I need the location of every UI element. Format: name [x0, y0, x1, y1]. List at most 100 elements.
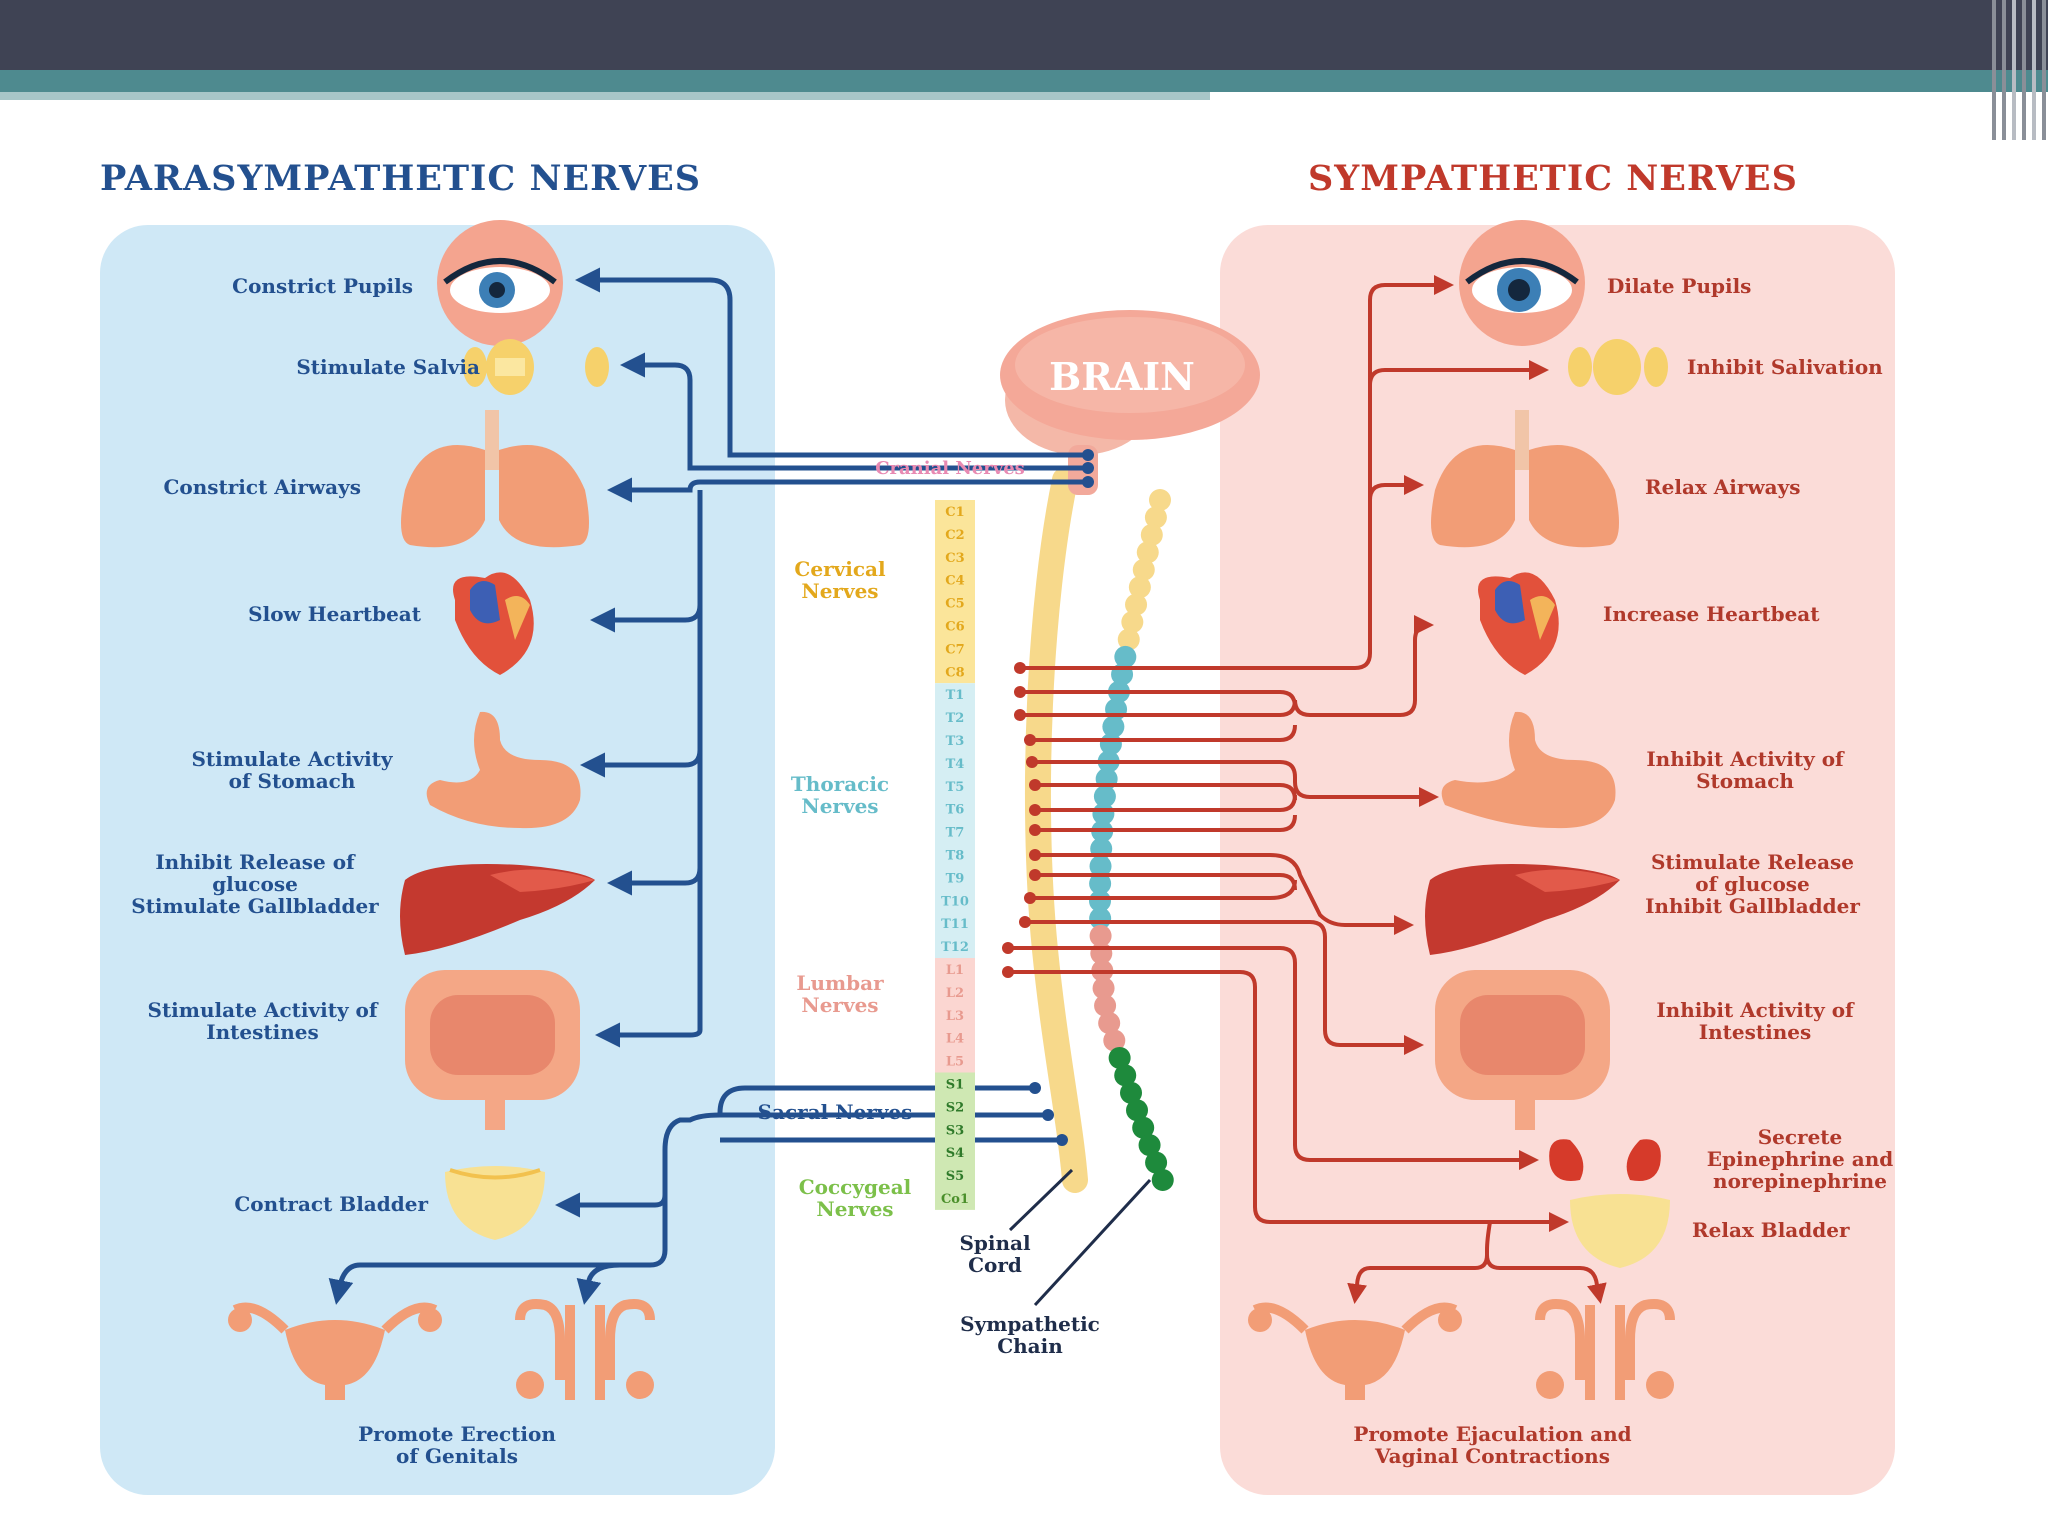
label-constrict-airways: Constrict Airways — [163, 475, 361, 499]
segment-label: C5 — [945, 597, 964, 612]
segment-label: T10 — [941, 894, 969, 909]
label-inhibit-activity-intestines: Inhibit Activity of Intestines — [1630, 999, 1880, 1043]
segment-label: C7 — [945, 642, 964, 657]
chain-bead — [1089, 872, 1112, 895]
label-line: Intestines — [206, 1020, 319, 1044]
label-line: Nerves — [801, 794, 879, 818]
chain-bead — [1149, 489, 1171, 511]
label-line: Cord — [968, 1253, 1022, 1277]
chain-bead — [1125, 593, 1148, 616]
segment-label: S2 — [946, 1100, 964, 1115]
sym-salivary-gland-icon — [1568, 339, 1668, 395]
chain-bead — [1114, 1064, 1137, 1087]
chain-bead — [1140, 523, 1163, 546]
label-inhibit-release-glucose: Inhibit Release of glucose Stimulate Gal… — [110, 851, 400, 917]
chain-bead — [1089, 855, 1112, 878]
label-line: Stimulate Release — [1650, 850, 1855, 874]
segment-label: T1 — [946, 688, 965, 703]
label-dilate-pupils: Dilate Pupils — [1607, 274, 1752, 298]
chain-bead — [1151, 1169, 1174, 1191]
chain-bead — [1145, 1151, 1168, 1174]
segment-label: T7 — [946, 826, 965, 841]
segment-label: S4 — [946, 1146, 964, 1161]
sym-female-reproductive-icon — [1248, 1302, 1462, 1400]
sym-liver-icon — [1425, 864, 1620, 955]
label-line: Epinephrine and — [1706, 1147, 1894, 1171]
slide-accent-bar-light — [0, 92, 1210, 100]
chain-bead — [1098, 1012, 1121, 1035]
label-stimulate-release-glucose: Stimulate Release of glucose Inhibit Gal… — [1620, 851, 1885, 917]
chain-bead — [1136, 541, 1159, 564]
chain-bead — [1128, 576, 1151, 599]
label-relax-airways: Relax Airways — [1645, 475, 1801, 499]
spinal-cord — [1024, 467, 1088, 1193]
label-cranial-nerves: Cranial Nerves — [875, 458, 1025, 479]
segment-label: T12 — [941, 940, 969, 955]
label-line: Nerves — [801, 993, 879, 1017]
segment-label: L3 — [946, 1009, 964, 1024]
chain-bead — [1114, 645, 1137, 668]
label-line: of Stomach — [228, 769, 356, 793]
segment-label: L1 — [946, 963, 964, 978]
para-heart-icon — [453, 572, 534, 675]
label-line: Stimulate Activity of — [147, 998, 378, 1022]
label-coccygeal-nerves: Coccygeal Nerves — [775, 1176, 935, 1220]
sympathetic-chain — [1089, 489, 1174, 1191]
label-sacral-nerves: Sacral Nerves — [757, 1100, 913, 1124]
segment-label: C1 — [945, 505, 964, 520]
label-slow-heartbeat: Slow Heartbeat — [248, 602, 421, 626]
chain-bead — [1117, 628, 1140, 651]
label-line: Stomach — [1696, 769, 1794, 793]
segment-label: L2 — [946, 986, 964, 1001]
label-stimulate-activity-stomach: Stimulate Activity of Stomach — [172, 748, 412, 792]
label-line: norepinephrine — [1713, 1169, 1887, 1193]
segment-label: T4 — [946, 757, 965, 772]
label-thoracic-nerves: Thoracic Nerves — [770, 773, 910, 817]
segment-block-coccygeal — [935, 1187, 975, 1210]
label-line: Spinal — [959, 1231, 1031, 1255]
segment-label: L4 — [946, 1032, 964, 1047]
para-intestines-icon — [405, 970, 580, 1130]
label-line: Chain — [997, 1334, 1063, 1358]
chain-bead — [1144, 506, 1167, 529]
sym-lungs-icon — [1431, 410, 1619, 548]
chain-bead — [1093, 785, 1116, 808]
sym-bladder-icon — [1570, 1194, 1670, 1268]
segment-block-thoracic — [935, 683, 975, 958]
chain-bead — [1089, 890, 1112, 913]
label-line: Nerves — [816, 1197, 894, 1221]
segment-block-sacral — [935, 1072, 975, 1187]
parasympathetic-nerve-dots — [1029, 449, 1094, 1146]
para-female-reproductive-icon — [228, 1302, 442, 1400]
para-liver-icon — [400, 864, 595, 955]
label-sympathetic-chain: Sympathetic Chain — [940, 1313, 1120, 1357]
sym-male-reproductive-icon — [1535, 1299, 1675, 1400]
label-lumbar-nerves: Lumbar Nerves — [770, 972, 910, 1016]
label-line: Thoracic — [790, 772, 890, 796]
label-line: Stimulate Gallbladder — [131, 894, 379, 918]
label-stimulate-salvia: Stimulate Salvia — [296, 355, 480, 379]
chain-bead — [1132, 558, 1155, 581]
segment-block-cervical — [935, 500, 975, 684]
sym-stomach-icon — [1441, 711, 1616, 829]
sympathetic-nerve-dots — [1002, 662, 1041, 978]
segment-label: T2 — [946, 711, 965, 726]
chain-bead — [1132, 1116, 1155, 1139]
segment-label: T5 — [946, 780, 965, 795]
sympathetic-nerve-lines — [1008, 275, 1607, 1304]
parasympathetic-title: PARASYMPATHETIC NERVES — [100, 158, 702, 199]
chain-bead — [1138, 1134, 1161, 1157]
chain-bead — [1094, 994, 1117, 1017]
segment-label: C8 — [945, 665, 964, 680]
label-relax-bladder: Relax Bladder — [1692, 1218, 1850, 1242]
label-line: Inhibit Gallbladder — [1645, 894, 1860, 918]
label-inhibit-salivation: Inhibit Salivation — [1687, 355, 1883, 379]
segment-label: T8 — [946, 849, 965, 864]
label-contract-bladder: Contract Bladder — [234, 1192, 428, 1216]
chain-bead — [1089, 924, 1112, 947]
label-line: Inhibit Activity of — [1646, 747, 1844, 771]
label-line: Vaginal Contractions — [1375, 1444, 1610, 1468]
label-inhibit-activity-stomach: Inhibit Activity of Stomach — [1620, 748, 1870, 792]
segment-label: Co1 — [941, 1192, 969, 1207]
